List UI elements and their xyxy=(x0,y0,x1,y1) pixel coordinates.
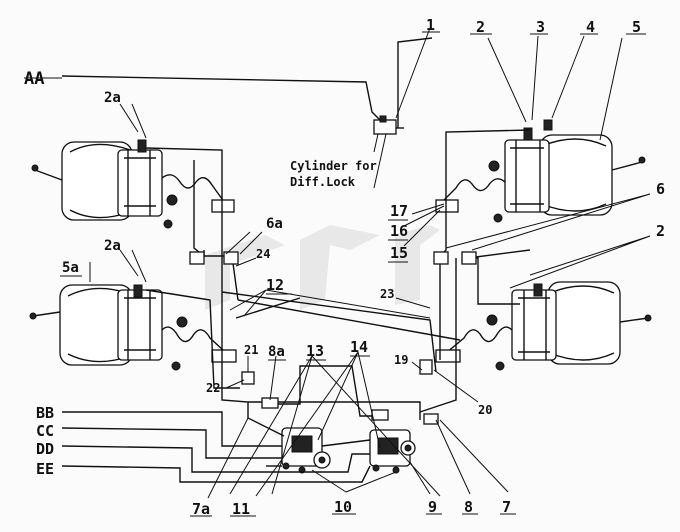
callout-15: 15 xyxy=(390,244,408,262)
callout-16: 16 xyxy=(390,222,408,240)
caption-line-2: Diff.Lock xyxy=(290,175,356,189)
leader-lines xyxy=(89,27,651,499)
callout-6a: 6a xyxy=(266,216,283,232)
relay-valve-right xyxy=(369,429,416,474)
callout-20: 20 xyxy=(478,403,492,417)
labels: AA BB CC DD EE Cylinder for Diff.Lock 1 … xyxy=(24,16,665,518)
callout-12: 12 xyxy=(266,276,284,294)
callout-2a-mid: 2a xyxy=(104,238,121,254)
callout-8: 8 xyxy=(464,498,473,516)
callout-2: 2 xyxy=(476,18,485,36)
port-cc: CC xyxy=(36,422,54,440)
relay-valve-left xyxy=(281,427,331,474)
callout-13: 13 xyxy=(306,342,324,360)
callout-1: 1 xyxy=(426,16,435,34)
callout-5a: 5a xyxy=(62,260,79,276)
callout-21: 21 xyxy=(244,343,258,357)
port-aa: AA xyxy=(24,69,44,89)
brake-chamber-top-right xyxy=(435,119,646,223)
callout-10: 10 xyxy=(334,498,352,516)
port-bb: BB xyxy=(36,404,54,422)
brake-chamber-top-left xyxy=(31,139,235,229)
callout-7a: 7a xyxy=(192,500,210,518)
callout-22: 22 xyxy=(206,381,220,395)
callout-6: 6 xyxy=(656,180,665,198)
label-underlines xyxy=(24,31,646,517)
callout-9: 9 xyxy=(428,498,437,516)
callout-5: 5 xyxy=(632,18,641,36)
callout-2-right: 2 xyxy=(656,222,665,240)
callout-23: 23 xyxy=(380,287,394,301)
callout-2a-top: 2a xyxy=(104,90,121,106)
brake-chamber-bottom-right xyxy=(435,281,652,371)
callout-7: 7 xyxy=(502,498,511,516)
callout-19: 19 xyxy=(394,353,408,367)
callout-24: 24 xyxy=(256,247,270,261)
callout-11: 11 xyxy=(232,500,250,518)
callout-14: 14 xyxy=(350,338,368,356)
brake-chamber-bottom-left xyxy=(29,284,237,371)
caption-line-1: Cylinder for xyxy=(290,159,377,173)
port-ee: EE xyxy=(36,460,54,478)
port-dd: DD xyxy=(36,440,54,458)
callout-4: 4 xyxy=(586,18,595,36)
callout-17: 17 xyxy=(390,202,408,220)
callout-8a: 8a xyxy=(268,344,285,360)
callout-3: 3 xyxy=(536,18,545,36)
